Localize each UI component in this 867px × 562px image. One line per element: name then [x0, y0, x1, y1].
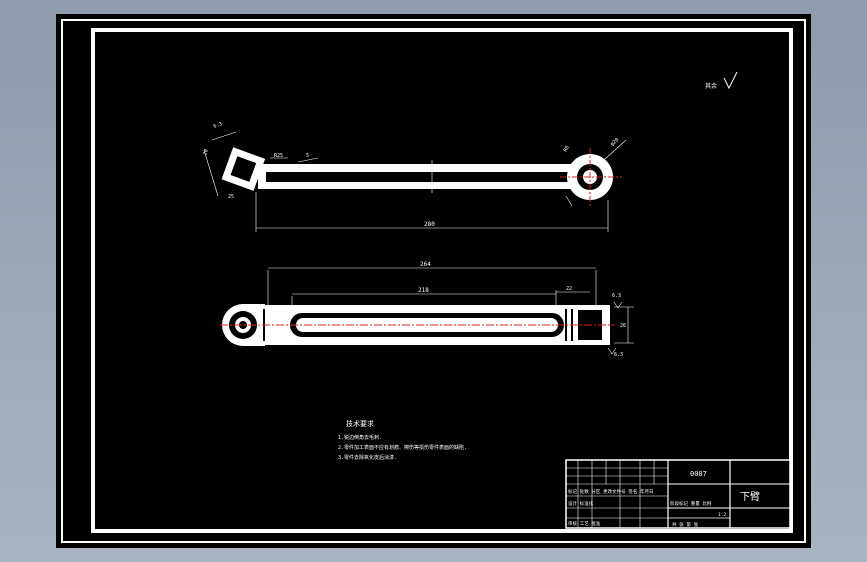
dim-bottom-right-small: 22 — [566, 286, 572, 292]
drawing-title: 下臂 — [740, 490, 760, 503]
dim-bottom-inner: 218 — [418, 287, 429, 294]
dim-right-hole: φ20 — [609, 137, 620, 147]
dim-left-small: R25 — [274, 153, 283, 159]
tech-item-3: 3.零件去除氧化皮后涂漆. — [338, 454, 397, 461]
dim-right-rad: R6 — [563, 145, 571, 153]
dim-left-b: 25 — [228, 194, 234, 200]
rough-bottom-value: 6.3 — [614, 352, 623, 358]
dim-left-a: 20 — [202, 148, 210, 156]
tb-audit-row: 审核 工艺 批准 — [568, 520, 601, 527]
top-view: 280 R25 5 20 25 6.3 φ20 R6 — [202, 121, 627, 232]
rough-top-value: 6.3 — [612, 293, 621, 299]
dim-bottom-height: 26 — [620, 323, 626, 329]
tech-heading: 技术要求 — [346, 419, 374, 428]
tb-scale: 1:2 — [718, 512, 726, 518]
dim-top-small-b: 5 — [306, 153, 309, 159]
dim-bottom-overall: 264 — [420, 261, 431, 268]
drawing-code: 0007 — [690, 470, 707, 478]
left-rough-value: 6.3 — [213, 121, 224, 130]
tb-stage-row: 阶段标记 重量 比例 — [670, 500, 712, 507]
tb-sheet: 共 张 第 张 — [672, 521, 699, 528]
outer-frame — [61, 19, 806, 543]
title-block: 0007 下臂 标记 处数 分区 更改文件号 签名 年月日 设计 标准化 阶段标… — [565, 459, 791, 529]
roughness-symbol — [723, 71, 738, 90]
sheet-background — [56, 14, 811, 548]
tech-requirements: 技术要求 1.锐边倒角去毛刺. 2.零件加工表面不应有划痕、擦伤等损伤零件表面的… — [338, 419, 467, 461]
tb-design-row: 设计 标准化 — [568, 500, 594, 507]
dim-top-overall: 280 — [424, 221, 435, 228]
dim-slot-radius: R6 — [312, 325, 318, 331]
tech-item-1: 1.锐边倒角去毛刺. — [338, 434, 382, 441]
bottom-view: 264 218 22 26 R6 6.3 6.3 — [220, 261, 634, 358]
roughness-note: 其余 — [705, 82, 717, 90]
tech-item-2: 2.零件加工表面不应有划痕、擦伤等损伤零件表面的缺陷. — [338, 444, 467, 451]
tb-mark-row: 标记 处数 分区 更改文件号 签名 年月日 — [568, 488, 654, 495]
inner-frame — [91, 28, 793, 533]
